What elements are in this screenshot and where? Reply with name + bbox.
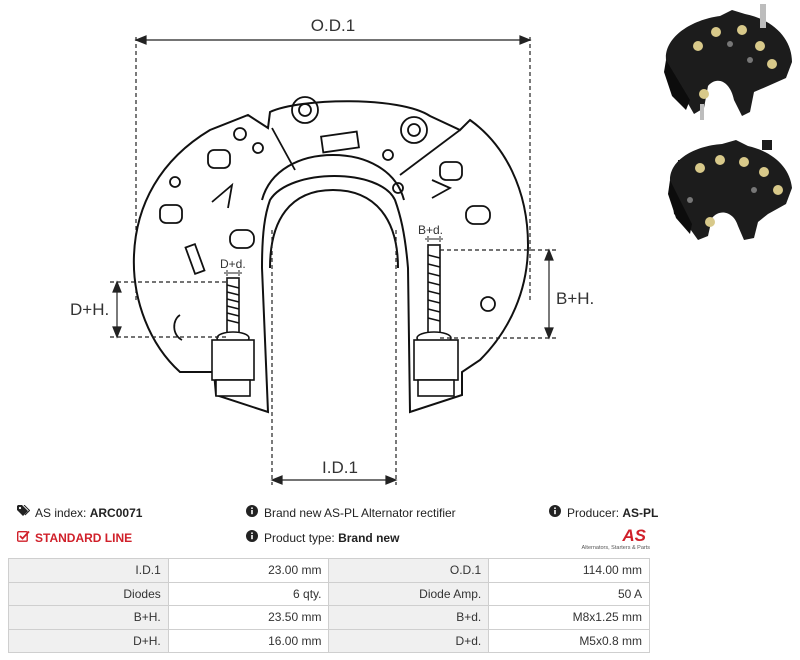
as-index-value: ARC0071 [89, 505, 143, 520]
dd-label: D+d. [220, 257, 246, 271]
as-index: AS index: ARC0071 [16, 504, 143, 520]
bd-label: B+d. [418, 223, 443, 237]
dh-label: D+H. [70, 300, 109, 319]
logo-mark: AS [622, 526, 646, 545]
spec-value: 16.00 mm [167, 628, 330, 653]
info-circle-icon [245, 505, 259, 520]
rectifier-technical-drawing: O.D.1 [70, 16, 594, 485]
as-index-label: AS index: [35, 505, 87, 520]
info-circle-icon [245, 530, 259, 545]
spec-label: D+H. [8, 628, 169, 653]
spec-value: 6 qty. [167, 581, 330, 606]
id-label: I.D.1 [322, 458, 358, 477]
spec-label: Diode Amp. [328, 581, 490, 606]
product-type: Product type: Brand new [245, 530, 399, 545]
spec-label: B+d. [328, 605, 490, 630]
b-plus-stud [413, 244, 459, 397]
spec-label: I.D.1 [8, 558, 169, 583]
bh-dimension [440, 248, 556, 340]
table-row: Diodes 6 qty. Diode Amp. 50 A [8, 581, 650, 606]
dh-dimension [110, 280, 228, 339]
spec-value: 114.00 mm [488, 558, 650, 583]
rectifier-details [159, 96, 496, 341]
as-pl-logo: AS Alternators, Starters & Parts [581, 526, 650, 554]
table-row: I.D.1 23.00 mm O.D.1 114.00 mm [8, 558, 650, 583]
line-label: STANDARD LINE [35, 530, 133, 545]
spec-value: 50 A [488, 581, 650, 606]
description-text: Brand new AS-PL Alternator rectifier [264, 505, 456, 520]
d-plus-stud [211, 277, 255, 397]
specs-table: I.D.1 23.00 mm O.D.1 114.00 mm Diodes 6 … [8, 558, 650, 653]
bd-dimension [425, 236, 443, 250]
spec-label: O.D.1 [328, 558, 490, 583]
description: Brand new AS-PL Alternator rectifier [245, 505, 456, 520]
rectifier-body [132, 100, 530, 414]
tag-icon [16, 504, 30, 520]
spec-label: Diodes [8, 581, 169, 606]
spec-label: D+d. [328, 628, 490, 653]
spec-value: M5x0.8 mm [488, 628, 650, 653]
table-row: D+H. 16.00 mm D+d. M5x0.8 mm [8, 628, 650, 653]
bh-label: B+H. [556, 289, 594, 308]
producer-value: AS-PL [622, 505, 659, 520]
dd-dimension [224, 270, 242, 282]
id-dimension [270, 230, 398, 485]
spec-value: 23.00 mm [167, 558, 330, 583]
inner-bore [261, 153, 405, 269]
spec-label: B+H. [8, 605, 169, 630]
product-type-value: Brand new [338, 530, 400, 545]
info-circle-icon [548, 505, 562, 520]
table-row: B+H. 23.50 mm B+d. M8x1.25 mm [8, 605, 650, 630]
logo-tagline: Alternators, Starters & Parts [581, 545, 650, 551]
spec-value: 23.50 mm [167, 605, 330, 630]
spec-value: M8x1.25 mm [488, 605, 650, 630]
check-square-icon [16, 530, 30, 545]
producer-label: Producer: [567, 505, 620, 520]
producer: Producer: AS-PL [548, 505, 658, 520]
od-label: O.D.1 [311, 16, 355, 35]
product-photos [664, 4, 792, 240]
product-line: STANDARD LINE [16, 530, 132, 545]
product-photo-top [664, 4, 792, 120]
product-photo-bottom [668, 140, 792, 240]
product-type-label: Product type: [264, 530, 335, 545]
